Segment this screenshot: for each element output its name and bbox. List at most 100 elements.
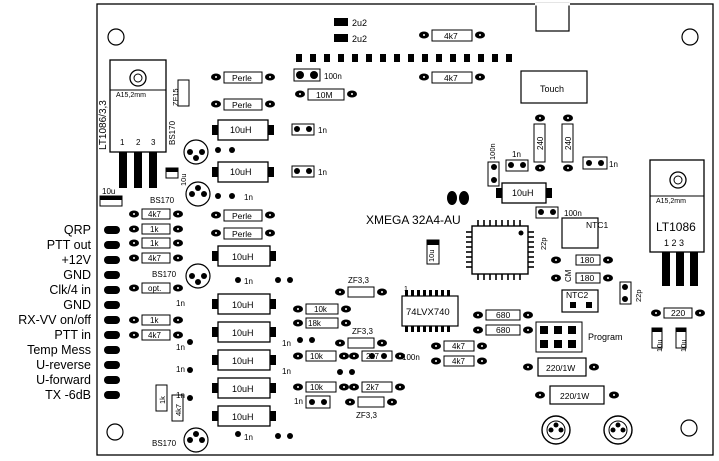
svg-text:1n: 1n [294, 397, 303, 406]
svg-text:1: 1 [120, 138, 125, 147]
svg-text:1k: 1k [150, 225, 159, 234]
svg-text:1n: 1n [512, 150, 521, 159]
mcu-xmega: XMEGA 32A4-AU [366, 213, 534, 280]
svg-text:22p: 22p [634, 289, 643, 302]
svg-text:Program: Program [588, 332, 623, 342]
svg-text:4k7: 4k7 [444, 31, 458, 41]
signal-label-u-reverse: U-reverse [36, 358, 91, 372]
buffer-ic: 74LVX740 1 [401, 286, 459, 332]
svg-text:100n: 100n [402, 353, 420, 362]
svg-text:10uH: 10uH [232, 384, 254, 394]
svg-text:ZF3,3: ZF3,3 [348, 276, 369, 285]
svg-text:ZF3,3: ZF3,3 [352, 327, 373, 336]
svg-text:NTC2: NTC2 [566, 290, 588, 300]
svg-text:1n: 1n [318, 168, 327, 177]
header-top [296, 54, 512, 62]
svg-text:2u2: 2u2 [352, 18, 367, 28]
svg-text:1k: 1k [150, 316, 159, 325]
svg-text:ZF3,3: ZF3,3 [356, 411, 377, 420]
svg-text:220: 220 [671, 308, 685, 318]
svg-text:3: 3 [151, 138, 156, 147]
svg-text:1n: 1n [176, 343, 185, 352]
svg-text:220/1W: 220/1W [546, 363, 575, 373]
inductor-column: 10uH 10uH 10uH 10uH 10uH 10uH [212, 245, 276, 427]
mounting-hole [107, 28, 125, 46]
touch-pad [520, 70, 588, 104]
board-notch [535, 2, 570, 32]
svg-text:2u2: 2u2 [352, 34, 367, 44]
svg-text:10u: 10u [179, 173, 188, 186]
svg-text:10u: 10u [102, 187, 115, 196]
signal-label-rx-vv: RX-VV on/off [18, 313, 91, 327]
svg-text:opt.: opt. [148, 284, 161, 293]
svg-text:1n: 1n [176, 299, 185, 308]
svg-text:2k7: 2k7 [366, 383, 379, 392]
svg-text:100n: 100n [324, 72, 342, 81]
svg-text:1n: 1n [176, 391, 185, 400]
svg-text:10k: 10k [310, 383, 324, 392]
mounting-hole [680, 419, 698, 437]
svg-text:10u: 10u [655, 339, 664, 352]
svg-text:10k: 10k [310, 352, 324, 361]
board-outline [96, 3, 714, 456]
svg-text:Perle: Perle [232, 100, 252, 110]
svg-text:LT1086: LT1086 [656, 220, 696, 234]
signal-label-12v: +12V [61, 253, 91, 267]
svg-text:Perle: Perle [232, 73, 252, 83]
svg-text:100n: 100n [488, 143, 497, 160]
signal-label-qrp: QRP [63, 223, 91, 237]
signal-label-gnd: GND [63, 268, 91, 282]
svg-text:180: 180 [580, 273, 594, 283]
svg-text:10uH: 10uH [232, 300, 254, 310]
svg-text:Perle: Perle [232, 229, 252, 239]
svg-text:240: 240 [564, 136, 573, 150]
svg-text:BS170: BS170 [150, 196, 175, 205]
svg-text:1n: 1n [282, 339, 291, 348]
svg-text:1k: 1k [158, 396, 167, 404]
inductor-group-top: 10uH 10uH [212, 119, 274, 183]
svg-text:1n: 1n [176, 365, 185, 374]
signal-label-clk: Clk/4 in [49, 283, 91, 297]
svg-text:4k7: 4k7 [148, 210, 161, 219]
svg-text:180: 180 [580, 255, 594, 265]
svg-text:2: 2 [136, 138, 141, 147]
svg-text:1n: 1n [282, 367, 291, 376]
svg-text:BS170: BS170 [152, 439, 177, 448]
svg-text:680: 680 [496, 325, 510, 335]
signal-label-u-forward: U-forward [36, 373, 91, 387]
regulator-left: A15,2mm 1 2 3 LT1086/3,3 [98, 59, 167, 188]
power-transistor [541, 415, 571, 445]
svg-text:1n: 1n [609, 160, 618, 169]
svg-text:Touch: Touch [540, 84, 564, 94]
svg-text:10M: 10M [316, 90, 333, 100]
regulator-right: A15,2mm LT1086 1 2 3 [649, 159, 705, 286]
mounting-hole [106, 423, 124, 441]
svg-text:4k7: 4k7 [174, 404, 183, 416]
svg-text:4k7: 4k7 [452, 342, 465, 351]
svg-text:10uH: 10uH [232, 356, 254, 366]
svg-text:CM: CM [564, 269, 573, 282]
svg-text:18k: 18k [308, 319, 322, 328]
svg-text:Perle: Perle [232, 211, 252, 221]
svg-text:A15,2mm: A15,2mm [656, 198, 686, 205]
left-resistor-column: 4k7 1k 1k 4k7 opt. 1k 4k7 [129, 208, 183, 341]
svg-text:10uH: 10uH [512, 188, 534, 198]
svg-text:220/1W: 220/1W [560, 391, 589, 401]
svg-text:680: 680 [496, 310, 510, 320]
svg-text:1k: 1k [150, 239, 159, 248]
signal-label-tx: TX -6dB [45, 388, 91, 402]
zener-diodes: ZF3,3 ZF3,3 ZF3,3 [335, 276, 397, 420]
signal-label-ptt-in: PTT in [54, 328, 91, 342]
svg-text:BS170: BS170 [168, 120, 177, 145]
svg-text:1 2 3: 1 2 3 [664, 238, 684, 248]
svg-text:10uH: 10uH [230, 125, 252, 135]
mounting-hole [681, 28, 699, 46]
svg-text:NTC1: NTC1 [586, 220, 608, 230]
svg-text:4k7: 4k7 [452, 357, 465, 366]
svg-text:1: 1 [404, 286, 408, 293]
svg-text:1n: 1n [244, 277, 253, 286]
svg-text:XMEGA 32A4-AU: XMEGA 32A4-AU [366, 213, 461, 227]
svg-text:10uH: 10uH [232, 412, 254, 422]
svg-text:4k7: 4k7 [444, 73, 458, 83]
